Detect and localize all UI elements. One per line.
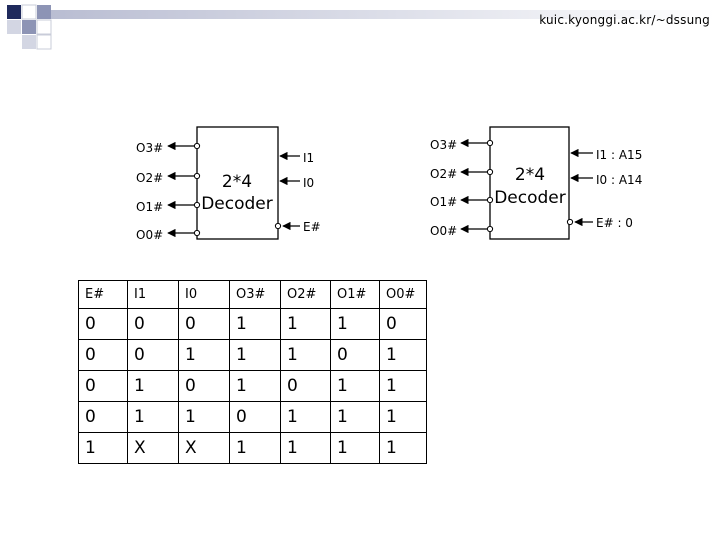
left-o2-label: O2#	[136, 171, 163, 185]
right-e-bubble	[566, 218, 574, 226]
right-o3-label: O3#	[430, 138, 457, 152]
table-cell: 1	[330, 432, 380, 464]
header-decoration	[7, 4, 715, 50]
left-e-bubble	[274, 222, 282, 230]
table-cell: 1	[379, 401, 427, 433]
right-o3-bubble	[486, 139, 494, 147]
left-decoder: 2*4 Decoder O3# O2# O1# O0# I1 I0 E#	[136, 126, 321, 242]
table-cell: X	[178, 432, 230, 464]
table-cell: 1	[330, 308, 380, 340]
header-cell: O1#	[330, 280, 380, 309]
table-cell: 0	[330, 339, 380, 371]
header-cell: E#	[78, 280, 128, 309]
deco-square	[22, 35, 36, 49]
table-cell: 0	[280, 370, 331, 402]
table-cell: 1	[280, 401, 331, 433]
left-o3-label: O3#	[136, 141, 163, 155]
right-e-label: E# : 0	[596, 216, 633, 230]
left-o1-bubble	[193, 201, 201, 209]
right-o0-label: O0#	[430, 224, 457, 238]
table-cell: 0	[78, 308, 128, 340]
right-decoder: 2*4 Decoder O3# O2# O1# O0# I1 : A15 I0 …	[430, 126, 642, 240]
table-cell: 0	[379, 308, 427, 340]
header-cell: O2#	[280, 280, 331, 309]
right-i1-label: I1 : A15	[596, 148, 642, 162]
table-row: 0 0 1 1 1 0 1	[78, 339, 427, 371]
header-cell: O0#	[379, 280, 427, 309]
deco-square	[36, 19, 52, 35]
table-cell: 0	[229, 401, 281, 433]
table-cell: 1	[229, 339, 281, 371]
left-i0-label: I0	[303, 176, 314, 190]
table-cell: 1	[178, 339, 230, 371]
header-cell: I0	[178, 280, 230, 309]
table-cell: 1	[229, 370, 281, 402]
table-cell: 1	[78, 432, 128, 464]
header-cell: I1	[127, 280, 179, 309]
right-decoder-title: 2*4	[515, 165, 545, 185]
left-e-label: E#	[303, 220, 321, 234]
right-o0-bubble	[486, 225, 494, 233]
header-gradient-bar	[50, 10, 715, 19]
table-cell: 0	[78, 401, 128, 433]
table-row: 1 X X 1 1 1 1	[78, 432, 427, 464]
left-i1-label: I1	[303, 151, 314, 165]
table-cell: 1	[127, 370, 179, 402]
table-cell: 0	[127, 339, 179, 371]
deco-square	[7, 20, 21, 34]
left-decoder-subtitle: Decoder	[201, 194, 273, 214]
left-decoder-box	[196, 126, 279, 240]
deco-square	[21, 4, 37, 20]
table-cell: 1	[127, 401, 179, 433]
deco-square	[7, 5, 21, 19]
decoder-diagrams: 2*4 Decoder O3# O2# O1# O0# I1 I0 E# 2*4…	[136, 126, 642, 242]
table-cell: 0	[127, 308, 179, 340]
left-o0-label: O0#	[136, 228, 163, 242]
left-o2-bubble	[193, 172, 201, 180]
header-url: kuic.kyonggi.ac.kr/~dssung	[539, 13, 710, 27]
deco-square	[22, 20, 36, 34]
table-cell: 0	[78, 370, 128, 402]
table-cell: 1	[229, 432, 281, 464]
table-cell: 1	[229, 308, 281, 340]
table-row: 0 0 0 1 1 1 0	[78, 308, 427, 340]
deco-square	[37, 5, 51, 19]
table-cell: 0	[178, 308, 230, 340]
table-cell: 0	[78, 339, 128, 371]
left-o1-label: O1#	[136, 200, 163, 214]
left-decoder-title: 2*4	[222, 172, 252, 192]
right-i0-label: I0 : A14	[596, 173, 642, 187]
truth-table-header-row: E# I1 I0 O3# O2# O1# O0#	[78, 280, 427, 309]
right-o2-label: O2#	[430, 167, 457, 181]
table-cell: 1	[379, 432, 427, 464]
right-o2-bubble	[486, 168, 494, 176]
left-o0-bubble	[193, 229, 201, 237]
table-cell: 1	[379, 370, 427, 402]
table-cell: 1	[379, 339, 427, 371]
right-o1-bubble	[486, 196, 494, 204]
right-o1-label: O1#	[430, 195, 457, 209]
table-cell: 1	[280, 308, 331, 340]
table-row: 0 1 1 0 1 1 1	[78, 401, 427, 433]
table-cell: X	[127, 432, 179, 464]
table-cell: 1	[330, 370, 380, 402]
table-cell: 1	[330, 401, 380, 433]
right-decoder-subtitle: Decoder	[494, 188, 566, 208]
deco-square	[36, 34, 52, 50]
left-o3-bubble	[193, 142, 201, 150]
table-cell: 1	[178, 401, 230, 433]
table-cell: 0	[178, 370, 230, 402]
table-row: 0 1 0 1 0 1 1	[78, 370, 427, 402]
right-decoder-box	[489, 126, 570, 240]
table-cell: 1	[280, 339, 331, 371]
header-cell: O3#	[229, 280, 281, 309]
truth-table: E# I1 I0 O3# O2# O1# O0# 0 0 0 1 1 1 0 0…	[78, 280, 427, 464]
table-cell: 1	[280, 432, 331, 464]
